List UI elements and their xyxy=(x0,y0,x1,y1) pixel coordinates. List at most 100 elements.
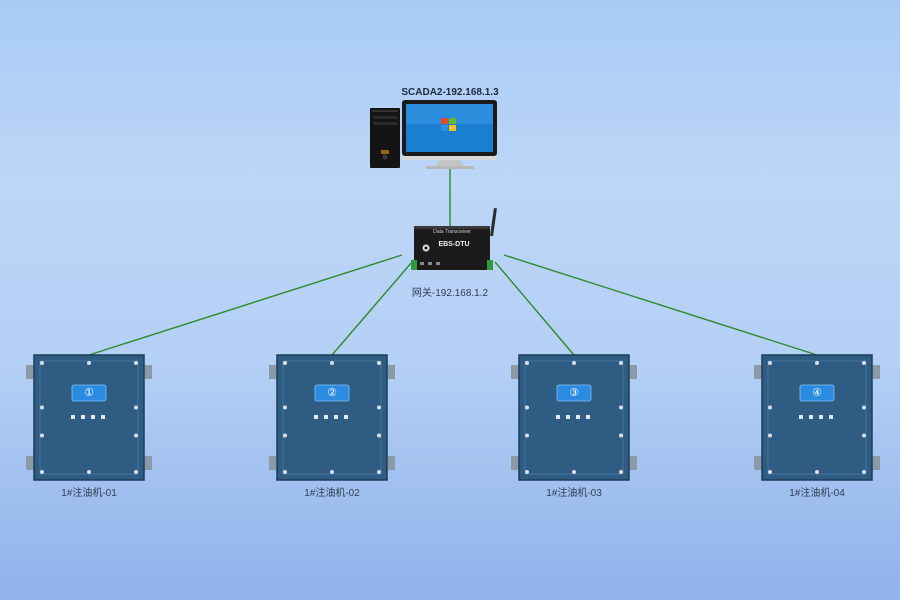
gateway-caption: Data Transceiver xyxy=(433,229,471,235)
bolt-icon xyxy=(768,470,772,474)
bolt-icon xyxy=(768,405,772,410)
bolt-icon xyxy=(525,405,529,410)
bolt-icon xyxy=(862,470,866,474)
cabinet-body xyxy=(33,354,145,481)
bolt-icon xyxy=(619,470,623,474)
bolt-icon xyxy=(330,470,334,474)
indicator-light xyxy=(81,415,85,419)
bolt-icon xyxy=(40,361,44,365)
bolt-icon xyxy=(619,433,623,438)
indicator-light xyxy=(799,415,803,419)
machine-badge-03: ③ xyxy=(569,387,579,399)
scada-workstation[interactable] xyxy=(370,100,497,169)
link-gateway-machine-04 xyxy=(503,254,818,356)
link-gateway-machine-02 xyxy=(331,261,413,356)
cabinet-badge xyxy=(799,384,835,402)
bolt-icon xyxy=(134,405,138,410)
indicator-light xyxy=(829,415,833,419)
machine-cabinets xyxy=(26,354,880,481)
bracket-icon xyxy=(387,456,395,470)
cabinet-body xyxy=(761,354,873,481)
bolt-icon xyxy=(572,470,576,474)
machine-cabinet-04[interactable] xyxy=(754,354,880,481)
bolt-icon xyxy=(134,361,138,365)
bolt-icon xyxy=(283,433,287,438)
machine-label-02: 1#注油机-02 xyxy=(304,488,360,499)
router-icon xyxy=(411,207,497,270)
bolt-icon xyxy=(377,405,381,410)
gateway-device[interactable] xyxy=(411,207,497,270)
bolt-icon xyxy=(134,433,138,438)
windows-logo-icon xyxy=(441,118,456,131)
bracket-icon xyxy=(269,456,277,470)
bolt-icon xyxy=(572,361,576,365)
link-gateway-machine-03 xyxy=(494,261,575,356)
bolt-icon xyxy=(377,433,381,438)
bolt-icon xyxy=(330,361,334,365)
bolt-icon xyxy=(525,361,529,365)
machine-badge-04: ④ xyxy=(812,387,822,399)
indicator-light xyxy=(586,415,590,419)
machine-cabinet-02[interactable] xyxy=(269,354,395,481)
indicator-light xyxy=(566,415,570,419)
indicator-light xyxy=(556,415,560,419)
scada-label: SCADA2-192.168.1.3 xyxy=(401,87,499,98)
bracket-icon xyxy=(511,456,519,470)
machine-cabinet-03[interactable] xyxy=(511,354,637,481)
bracket-icon xyxy=(754,365,762,379)
monitor-icon xyxy=(402,100,497,169)
bolt-icon xyxy=(134,470,138,474)
bolt-icon xyxy=(862,405,866,410)
bolt-icon xyxy=(815,470,819,474)
bolt-icon xyxy=(619,405,623,410)
machine-label-04: 1#注油机-04 xyxy=(789,488,845,499)
bolt-icon xyxy=(619,361,623,365)
indicator-light xyxy=(809,415,813,419)
bracket-icon xyxy=(269,365,277,379)
cabinet-badge xyxy=(556,384,592,402)
bracket-icon xyxy=(754,456,762,470)
bracket-icon xyxy=(26,456,34,470)
links xyxy=(88,168,818,356)
link-gateway-machine-01 xyxy=(88,254,403,356)
bolt-icon xyxy=(283,361,287,365)
bolt-icon xyxy=(862,361,866,365)
cabinet-body xyxy=(518,354,630,481)
bracket-icon xyxy=(144,365,152,379)
bolt-icon xyxy=(40,470,44,474)
indicator-light xyxy=(576,415,580,419)
indicator-light xyxy=(334,415,338,419)
indicator-light xyxy=(91,415,95,419)
bolt-icon xyxy=(377,470,381,474)
indicator-light xyxy=(819,415,823,419)
cabinet-badge xyxy=(314,384,350,402)
bracket-icon xyxy=(144,456,152,470)
bolt-icon xyxy=(283,405,287,410)
machine-badge-01: ① xyxy=(84,387,94,399)
bracket-icon xyxy=(872,365,880,379)
machine-label-03: 1#注油机-03 xyxy=(546,488,602,499)
bracket-icon xyxy=(511,365,519,379)
cabinet-body xyxy=(276,354,388,481)
bolt-icon xyxy=(40,405,44,410)
bracket-icon xyxy=(629,365,637,379)
machine-label-01: 1#注油机-01 xyxy=(61,488,117,499)
indicator-light xyxy=(324,415,328,419)
bolt-icon xyxy=(377,361,381,365)
indicator-light xyxy=(101,415,105,419)
bracket-icon xyxy=(872,456,880,470)
bracket-icon xyxy=(629,456,637,470)
machine-cabinet-01[interactable] xyxy=(26,354,152,481)
pc-tower-icon xyxy=(370,108,400,168)
bracket-icon xyxy=(387,365,395,379)
bolt-icon xyxy=(87,470,91,474)
machine-badge-02: ② xyxy=(327,387,337,399)
bolt-icon xyxy=(862,433,866,438)
bolt-icon xyxy=(768,433,772,438)
bolt-icon xyxy=(283,470,287,474)
indicator-light xyxy=(314,415,318,419)
bolt-icon xyxy=(40,433,44,438)
indicator-light xyxy=(344,415,348,419)
bolt-icon xyxy=(525,433,529,438)
